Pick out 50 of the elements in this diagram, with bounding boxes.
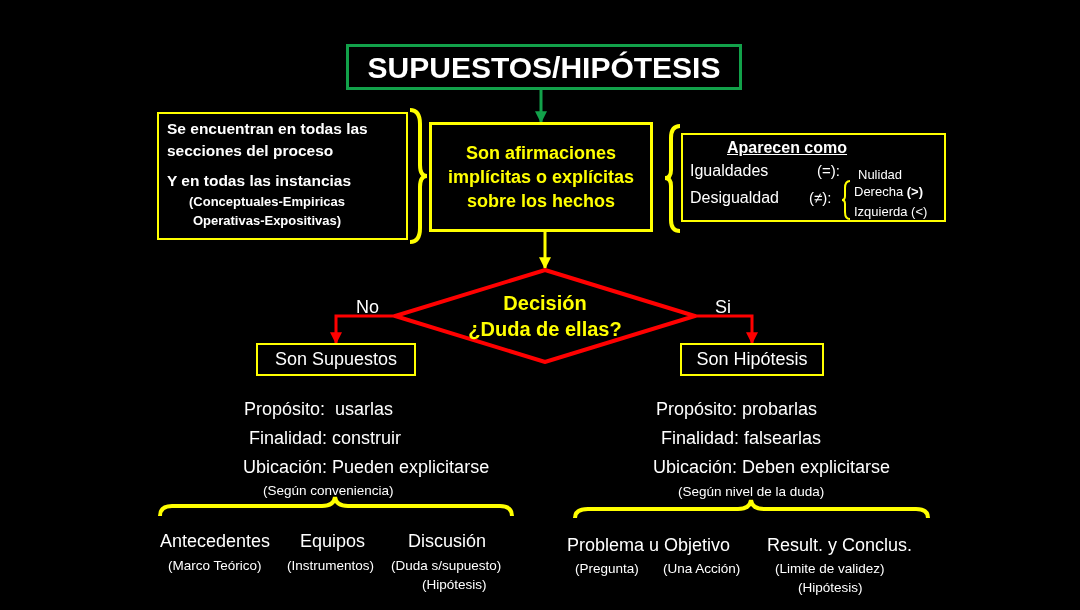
label-text: Propósito: usarlas bbox=[244, 399, 394, 419]
heading-text: Aparecen como bbox=[727, 139, 848, 156]
label-text: (Según nivel de la duda) bbox=[678, 484, 825, 499]
item-text: Igualdades bbox=[690, 162, 769, 179]
label-text: Finalidad: construir bbox=[249, 428, 402, 448]
result-text: Son Hipótesis bbox=[696, 348, 808, 371]
label-text: (Hipótesis) bbox=[798, 580, 863, 595]
label-text: Ubicación: Deben explicitarse bbox=[653, 457, 891, 477]
note-text: Y en todas las instancias bbox=[167, 171, 353, 191]
label-text: (Pregunta) bbox=[575, 561, 639, 576]
arrow bbox=[697, 314, 758, 345]
arrow bbox=[330, 314, 393, 345]
statement-box bbox=[429, 122, 653, 232]
label-text: Equipos bbox=[300, 531, 366, 551]
item-text: Izquierda (<) bbox=[854, 204, 928, 219]
label-text: (Instrumentos) bbox=[287, 558, 375, 573]
label-text: Antecedentes bbox=[160, 531, 271, 551]
item-text: Desigualdad bbox=[690, 189, 779, 206]
decision-text: ¿Duda de ellas? bbox=[468, 317, 622, 342]
edge-label: No bbox=[356, 297, 379, 317]
label-text: Propósito: probarlas bbox=[656, 399, 818, 419]
title-box bbox=[346, 44, 742, 90]
result-box bbox=[256, 343, 416, 376]
label-text: (Marco Teórico) bbox=[168, 558, 262, 573]
label-text: (Una Acción) bbox=[663, 561, 741, 576]
title-text: SUPUESTOS/HIPÓTESIS bbox=[367, 49, 721, 86]
note-text: Se encuentran en todas las secciones del proceso bbox=[167, 119, 369, 161]
result-box bbox=[680, 343, 824, 376]
label-text: (Limite de validez) bbox=[775, 561, 885, 576]
label-text: Problema u Objetivo bbox=[567, 535, 731, 555]
label-text: Ubicación: Pueden explicitarse bbox=[243, 457, 490, 477]
note-text: (Conceptuales-Empiricas Operativas-Expositivas) bbox=[187, 193, 346, 230]
label-text: (Duda s/supuesto) bbox=[391, 558, 502, 573]
statement-text: Son afirmaciones implícitas o explícitas sobre los hechos bbox=[446, 142, 636, 213]
label-text: Discusión bbox=[408, 531, 487, 551]
note-box bbox=[157, 112, 408, 240]
item-text: (≠): bbox=[809, 189, 832, 206]
label-text: Result. y Conclus. bbox=[767, 535, 913, 555]
arrow bbox=[539, 232, 551, 270]
note-box bbox=[681, 133, 946, 222]
item-text: Derecha (>) bbox=[854, 184, 923, 199]
label-text: Finalidad: falsearlas bbox=[661, 428, 822, 448]
item-text: Nulidad bbox=[858, 167, 903, 182]
label-text: (Hipótesis) bbox=[422, 577, 487, 592]
edge-label: Si bbox=[715, 297, 731, 317]
item-text: (=): bbox=[817, 162, 840, 179]
result-text: Son Supuestos bbox=[274, 348, 398, 371]
arrow bbox=[535, 90, 547, 124]
decision-text: Decisión bbox=[503, 291, 587, 316]
label-text: (Según conveniencia) bbox=[263, 483, 394, 498]
